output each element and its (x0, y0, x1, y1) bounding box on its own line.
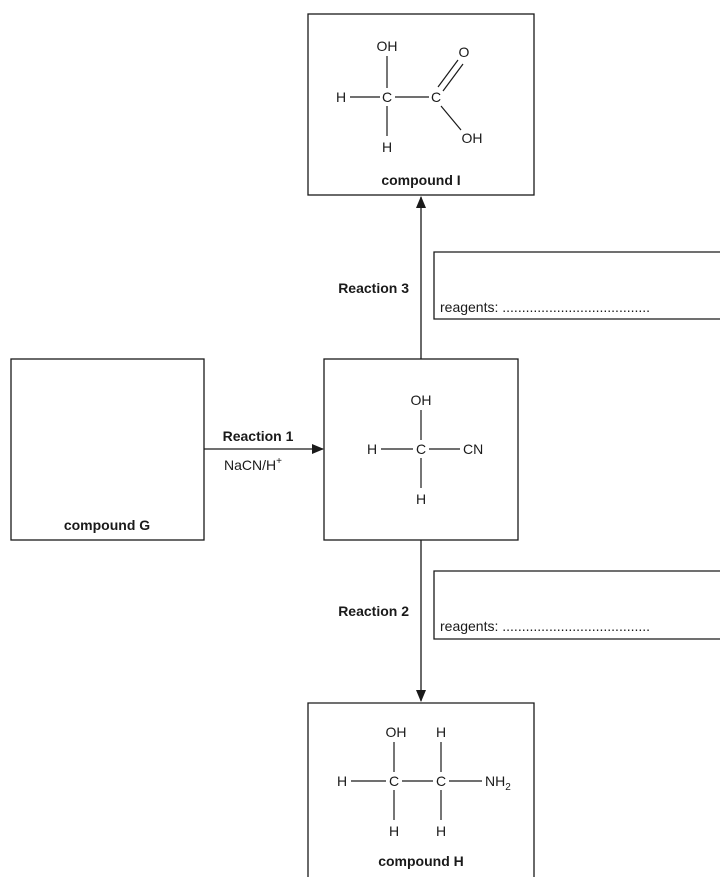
bond-c2-o-b (442, 63, 464, 92)
compound-h-box: OH H H C C NH2 H H compound H (307, 702, 535, 877)
reaction-2-label: Reaction 2 (338, 603, 409, 619)
compound-g-box: compound G (10, 358, 205, 541)
atom-h-left: H (367, 441, 377, 457)
compound-i-box: OH H C C O OH H compound I (307, 13, 535, 196)
atom-h-left: H (337, 773, 347, 789)
atom-o: O (459, 44, 470, 60)
compound-g-frame (10, 358, 205, 541)
reaction-3-label: Reaction 3 (338, 280, 409, 296)
atom-c2: C (431, 89, 441, 105)
reaction-1-label: Reaction 1 (223, 428, 294, 444)
atom-h-bottom-2: H (436, 823, 446, 839)
bond-c2-o-a (437, 59, 459, 88)
reaction-3-reagents-text: reagents: ..............................… (440, 299, 650, 315)
atom-oh: OH (386, 724, 407, 740)
atom-h-top: H (436, 724, 446, 740)
atom-oh-right: OH (462, 130, 483, 146)
compound-h-label: compound H (378, 853, 464, 869)
atom-c1: C (382, 89, 392, 105)
bond-c2-oh (440, 105, 462, 131)
intermediate-box: OH H C CN H (323, 358, 519, 541)
atom-nh2: NH2 (485, 773, 511, 793)
reaction-2-reagents-box: reagents: ..............................… (433, 570, 720, 640)
compound-i-frame (307, 13, 535, 196)
compound-g-label: compound G (64, 517, 150, 533)
atom-c: C (416, 441, 426, 457)
reaction-1-reagent: NaCN/H+ (224, 456, 282, 473)
atom-oh-top: OH (377, 38, 398, 54)
atom-h-bottom: H (416, 491, 426, 507)
reaction-2-reagents-text: reagents: ..............................… (440, 618, 650, 634)
atom-cn: CN (463, 441, 483, 457)
atom-c2: C (436, 773, 446, 789)
reaction-3-reagents-box: reagents: ..............................… (433, 251, 720, 320)
compound-i-label: compound I (381, 172, 460, 188)
atom-h-left: H (336, 89, 346, 105)
reaction-3-reagents-frame (433, 251, 720, 320)
atom-c1: C (389, 773, 399, 789)
atom-h-bottom-1: H (389, 823, 399, 839)
atom-h-bottom: H (382, 139, 392, 155)
atom-oh: OH (411, 392, 432, 408)
compound-h-frame (307, 702, 535, 877)
reaction-2-reagents-frame (433, 570, 720, 640)
